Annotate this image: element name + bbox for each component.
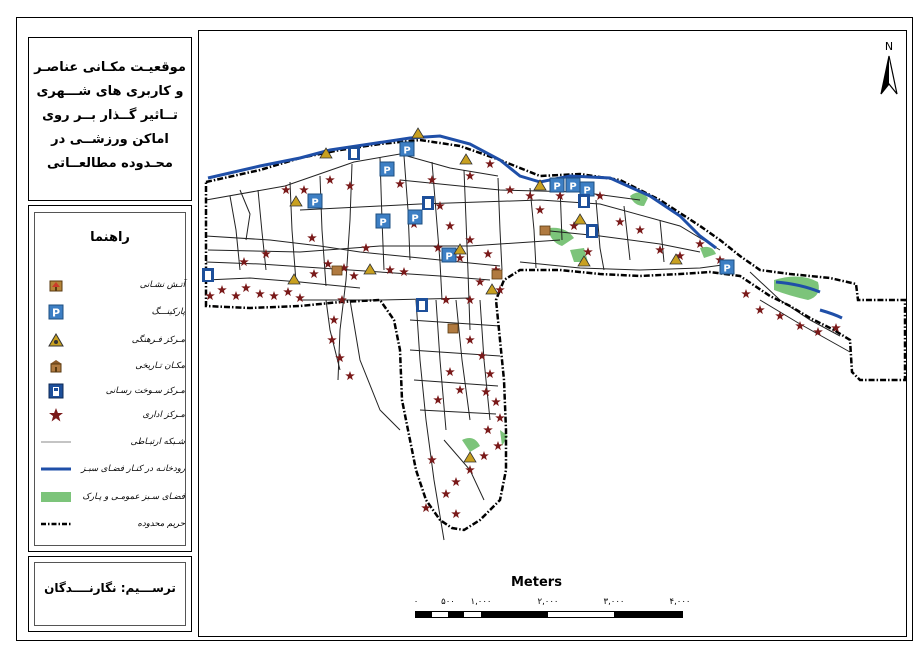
scale-bar [415, 611, 683, 618]
green-space-patch [39, 488, 73, 506]
svg-text:P: P [52, 307, 60, 320]
legend-item-green-space: فضـای سـبز عمومـی و پـارک [39, 488, 185, 506]
legend-label: رودخانـه در کنـار فضـای سبـز [81, 464, 185, 474]
legend-label: فضـای سـبز عمومـی و پـارک [82, 492, 185, 502]
scale-segment [481, 612, 548, 617]
legend-item-fire-station: آتـش نشـانی [39, 276, 185, 294]
fuel-station-icon [39, 382, 73, 400]
map-panel [198, 30, 907, 637]
legend-item-cultural-center: مـرکز فـرهنگی [39, 331, 185, 349]
scale-segment [614, 612, 682, 617]
legend-item-river: رودخانـه در کنـار فضـای سبـز [39, 460, 185, 478]
scale-tick: ۰ [413, 597, 419, 607]
road-network-line [39, 433, 73, 451]
scale-tick: ۵۰۰ [441, 597, 455, 607]
legend-label: شـبکه ارتبـاطی [130, 437, 185, 447]
legend-item-road-network: شـبکه ارتبـاطی [39, 433, 185, 451]
fire-station-icon [39, 276, 73, 294]
map-title: موقعیـت مکـانی عناصـر و کاربری های شـــه… [34, 60, 186, 171]
parking-icon: P [39, 303, 73, 321]
historic-place-icon [39, 357, 73, 375]
legend-item-boundary: حریم محدوده [39, 515, 185, 533]
legend-inner-border [34, 212, 186, 546]
credit-panel: ترســـیم: نگارنــــدگان [28, 556, 192, 632]
legend-label: مکـان تـاریخی [135, 361, 185, 371]
scale-title: Meters [511, 575, 562, 590]
credit-text: ترســـیم: نگارنــــدگان [44, 581, 176, 595]
scale-tick: ۳,۰۰۰ [603, 597, 625, 607]
legend-label: پارکینـــگ [151, 307, 185, 317]
legend-item-fuel-station: مـرکز سـوخت رسـانی [39, 382, 185, 400]
legend-label: حریم محدوده [137, 519, 185, 529]
legend-label: مـرکز اداری [142, 410, 185, 420]
north-arrow-icon [880, 55, 898, 95]
legend-label: مـرکز سـوخت رسـانی [105, 386, 185, 396]
legend-label: مـرکز فـرهنگی [131, 335, 185, 345]
north-arrow: N [879, 40, 899, 96]
cultural-center-icon [39, 331, 73, 349]
legend-item-office-center: مـرکز اداری [39, 406, 185, 424]
legend-heading: راهنما [90, 230, 130, 245]
office-center-icon [39, 406, 73, 424]
title-panel: موقعیـت مکـانی عناصـر و کاربری های شـــه… [28, 37, 192, 201]
scale-tick: ۴,۰۰۰ [669, 597, 691, 607]
legend-panel: راهنما آتـش نشـانی P پارکینـــگ مـرکز فـ… [28, 205, 192, 552]
scale-tick: ۱,۰۰۰ [470, 597, 492, 607]
scale-tick: ۲,۰۰۰ [537, 597, 559, 607]
river-line [39, 460, 73, 478]
legend-label: آتـش نشـانی [139, 280, 185, 290]
scale-segment [448, 612, 464, 617]
legend-item-parking: P پارکینـــگ [39, 303, 185, 321]
legend-item-historic-place: مکـان تـاریخی [39, 357, 185, 375]
north-letter: N [884, 40, 894, 53]
scale-segment [416, 612, 432, 617]
credit-inner-border [34, 562, 186, 626]
boundary-line [39, 515, 73, 533]
